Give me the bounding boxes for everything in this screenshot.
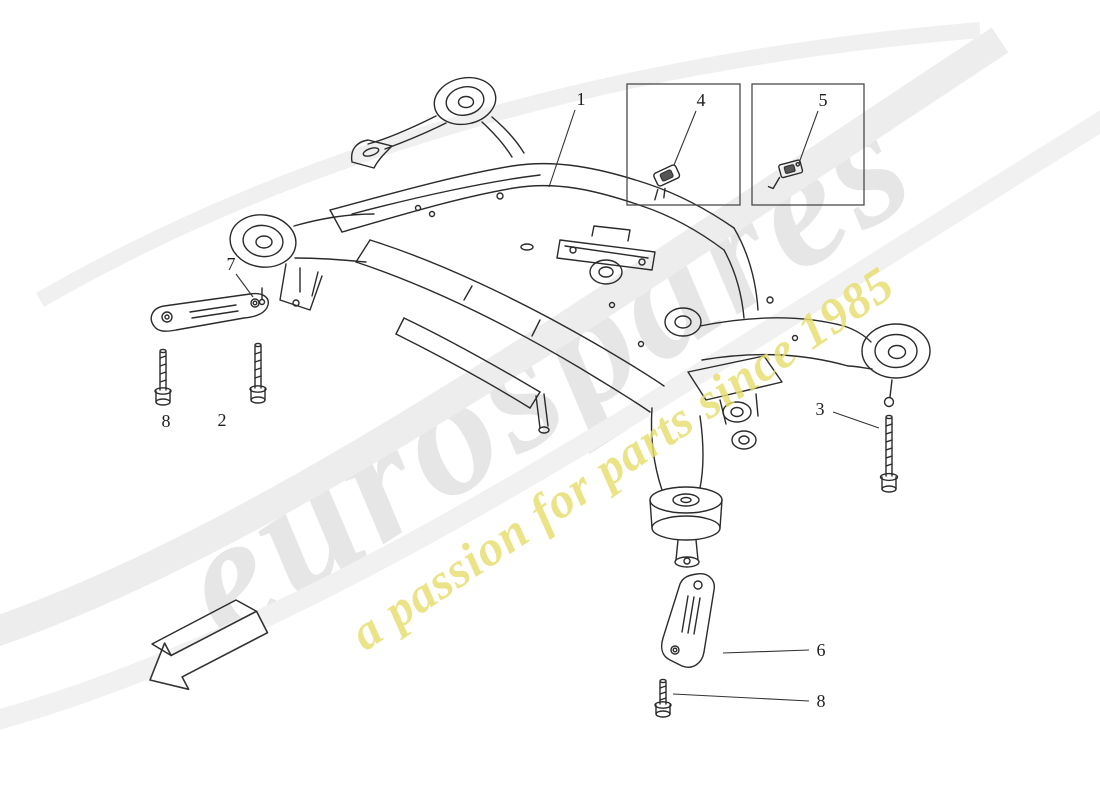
- direction-arrow-icon: [149, 599, 269, 691]
- clip-4-icon: [653, 164, 681, 201]
- inset-box-5: [751, 83, 865, 206]
- bolt-2: [249, 342, 267, 404]
- part-6-mounting-plate: [661, 573, 715, 668]
- callout-7: 7: [226, 254, 236, 274]
- bolt-8-left: [154, 348, 172, 406]
- callout-5: 5: [818, 90, 828, 110]
- inset-box-4: [626, 83, 741, 206]
- callout-8-left: 8: [161, 411, 171, 431]
- callout-2: 2: [217, 410, 227, 430]
- callout-4: 4: [696, 90, 706, 110]
- callout-6: 6: [816, 640, 826, 660]
- part-7-mounting-plate: [150, 292, 269, 332]
- clip-5-icon: [767, 159, 804, 190]
- bolt-8-bottom: [654, 678, 672, 718]
- callout-1: 1: [576, 89, 586, 109]
- bolt-3: [879, 414, 899, 493]
- leader-lines: [235, 109, 880, 702]
- callout-8-bottom: 8: [816, 691, 826, 711]
- background-swooshes: [0, 22, 1100, 730]
- callout-3: 3: [815, 399, 825, 419]
- chassis-frame: [229, 76, 931, 568]
